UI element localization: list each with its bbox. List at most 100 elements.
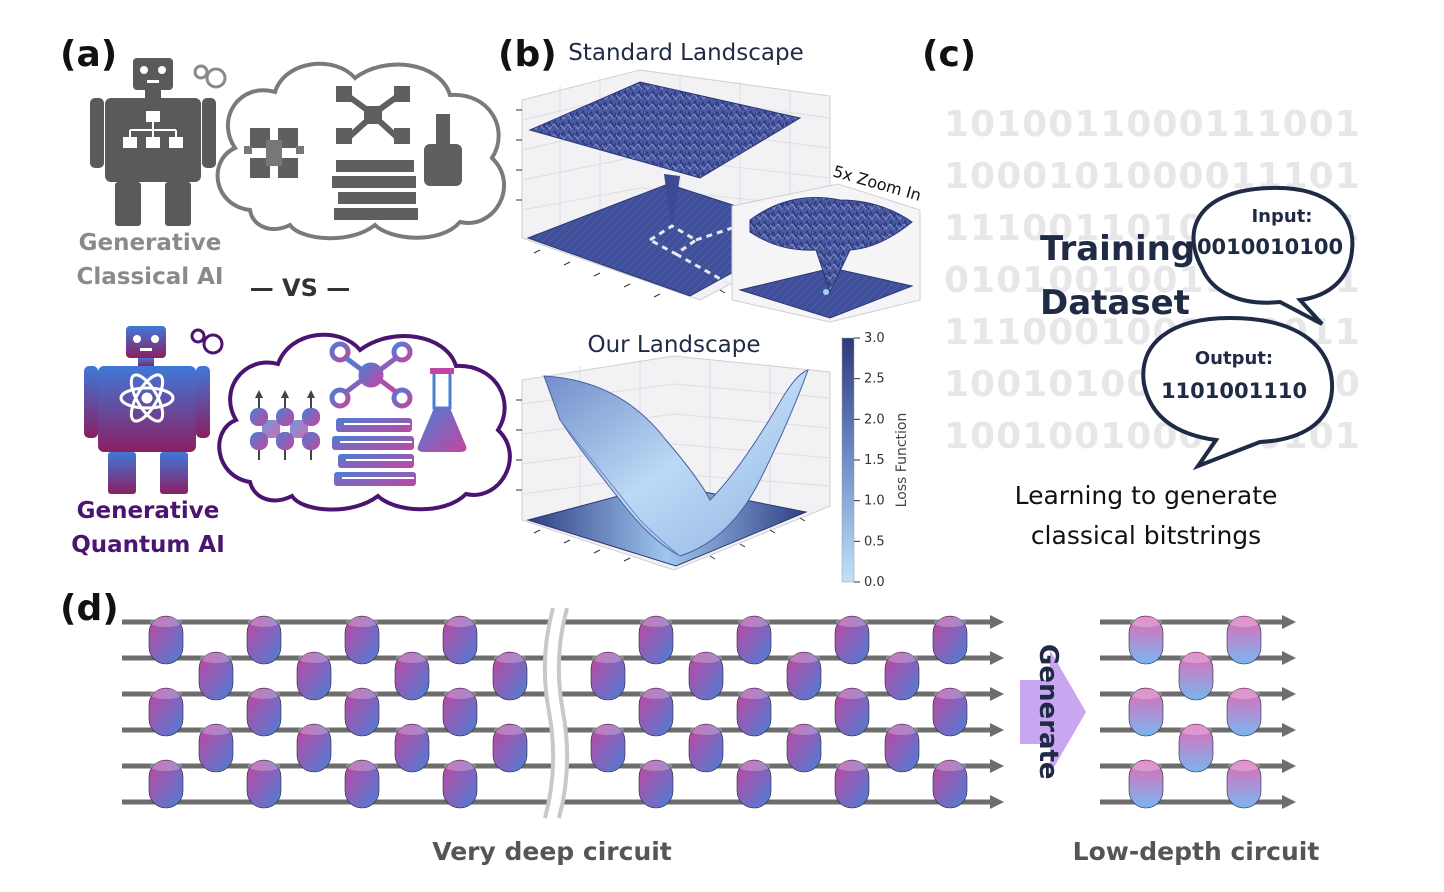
gate-highlight (640, 761, 672, 771)
atom-icon (119, 373, 175, 423)
bitstring-row: 1010011000111001 (944, 104, 1361, 145)
two-qubit-gate (638, 615, 674, 665)
gate-highlight (1228, 617, 1260, 627)
two-qubit-gate (932, 615, 968, 665)
gate-highlight (396, 653, 428, 663)
gate-highlight (1130, 689, 1162, 699)
two-qubit-gate (884, 723, 920, 773)
gate-highlight (248, 761, 280, 771)
gate-highlight (788, 653, 820, 663)
colorbar-gradient (841, 337, 855, 583)
zoom-inset-plot: 5x Zoom In (731, 162, 923, 323)
two-qubit-gate (296, 651, 332, 701)
training-title-line1: Training (1040, 229, 1195, 269)
output-speech-bubble: Output: 1101001110 (1141, 315, 1335, 471)
our-landscape-plot (516, 355, 831, 571)
quantum-robot-icon (84, 326, 210, 494)
two-qubit-gate (344, 759, 380, 809)
two-qubit-gate (688, 723, 724, 773)
shallow-circuit-caption: Low-depth circuit (1073, 837, 1320, 866)
two-qubit-gate (932, 759, 968, 809)
thought-bubbles-quantum-icon (190, 328, 224, 355)
panel-a: (a) (60, 34, 512, 558)
deep-circuit-gates (148, 615, 968, 809)
generate-label: Generate (1033, 644, 1063, 780)
classical-ai-title-line2: Classical AI (77, 264, 224, 290)
versus-label: — VS — (250, 274, 351, 302)
gate-highlight (1180, 653, 1212, 663)
books-icon-classical (332, 160, 418, 220)
two-qubit-gate (688, 651, 724, 701)
two-qubit-gate (1128, 687, 1164, 737)
two-qubit-gate (1226, 759, 1262, 809)
training-title-line2: Dataset (1040, 283, 1190, 323)
two-qubit-gate (148, 759, 184, 809)
classical-ai-title-line1: Generative (79, 230, 222, 256)
two-qubit-gate (736, 687, 772, 737)
gate-highlight (836, 617, 868, 627)
gate-highlight (690, 653, 722, 663)
two-qubit-gate (590, 651, 626, 701)
wire-arrowhead (990, 651, 1004, 665)
qubit-chain-icon (250, 390, 320, 460)
gate-highlight (1180, 725, 1212, 735)
panel-c-caption-line1: Learning to generate (1015, 481, 1278, 510)
two-qubit-gate (1178, 651, 1214, 701)
colorbar-ticks: 3.02.52.01.51.00.50.0 (854, 331, 885, 590)
two-qubit-gate (638, 687, 674, 737)
wire-arrowhead (1282, 759, 1296, 773)
wire-arrowhead (990, 759, 1004, 773)
gate-highlight (592, 725, 624, 735)
gate-highlight (298, 725, 330, 735)
two-qubit-gate (884, 651, 920, 701)
quantum-ai-title-line1: Generative (77, 498, 220, 524)
panel-c-caption-line2: classical bitstrings (1031, 521, 1261, 550)
two-qubit-gate (932, 687, 968, 737)
flask-icon-classical (424, 114, 462, 186)
generate-arrow-icon: Generate (1020, 644, 1086, 780)
gate-highlight (444, 689, 476, 699)
gate-highlight (200, 653, 232, 663)
gate-highlight (248, 617, 280, 627)
our-surface (543, 369, 809, 557)
input-speech-bubble: Input: 0010010100 (1191, 185, 1355, 326)
qubit-chain-icon-classical (244, 128, 304, 178)
gate-highlight (640, 617, 672, 627)
gate-highlight (836, 761, 868, 771)
gate-highlight (444, 617, 476, 627)
two-qubit-gate (442, 687, 478, 737)
gate-highlight (592, 653, 624, 663)
gate-highlight (494, 725, 526, 735)
gate-highlight (346, 617, 378, 627)
gate-highlight (738, 617, 770, 627)
wire-arrowhead (1282, 687, 1296, 701)
classical-robot-icon (90, 58, 216, 226)
two-qubit-gate (296, 723, 332, 773)
gate-highlight (396, 725, 428, 735)
two-qubit-gate (344, 615, 380, 665)
output-value: 1101001110 (1161, 379, 1307, 403)
standard-surface (528, 81, 802, 179)
two-qubit-gate (344, 687, 380, 737)
two-qubit-gate (198, 651, 234, 701)
molecule-icon-classical (336, 86, 410, 144)
wire-arrowhead (990, 687, 1004, 701)
colorbar-tick-label: 0.5 (864, 534, 885, 549)
two-qubit-gate (246, 759, 282, 809)
input-value: 0010010100 (1197, 235, 1343, 259)
colorbar-tick-label: 1.5 (864, 453, 885, 468)
two-qubit-gate (442, 759, 478, 809)
circuit-break-marker (542, 606, 570, 820)
colorbar-tick-label: 2.0 (864, 412, 885, 427)
gate-highlight (346, 761, 378, 771)
two-qubit-gate (492, 651, 528, 701)
gate-highlight (444, 761, 476, 771)
two-qubit-gate (394, 723, 430, 773)
two-qubit-gate (638, 759, 674, 809)
gate-highlight (836, 689, 868, 699)
gate-highlight (1130, 617, 1162, 627)
gate-highlight (298, 653, 330, 663)
two-qubit-gate (148, 615, 184, 665)
gate-highlight (1228, 689, 1260, 699)
gate-highlight (690, 725, 722, 735)
